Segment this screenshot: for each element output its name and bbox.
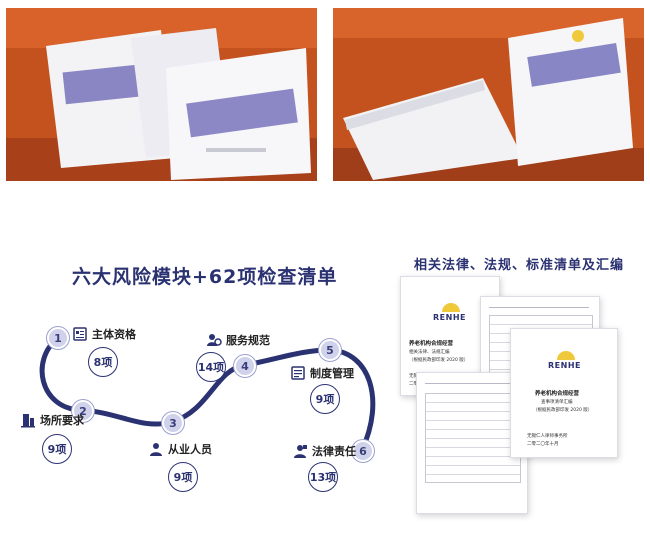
photo-booklets-sofa-left <box>6 8 317 181</box>
module-label-3: 从业人员 <box>148 441 212 457</box>
doc3-date: 二零二〇年十月 <box>527 442 559 447</box>
id-card-icon <box>73 327 87 341</box>
module-count-5: 9项 <box>310 384 340 414</box>
module-count-6: 13项 <box>308 462 338 492</box>
brand-logo: RENHE <box>433 313 466 322</box>
roadmap-path <box>39 335 376 453</box>
doc1-note: （根据民政部印发 2020 版） <box>409 358 469 363</box>
risk-module-roadmap: 1 2 3 4 5 6 主体资格 8项 场所要求 9项 从业人员 9项 服务规范… <box>0 290 400 530</box>
module-count-1: 8项 <box>88 347 118 377</box>
module-node-2: 2 <box>72 400 94 422</box>
module-label-1: 主体资格 <box>72 326 136 342</box>
legal-icon <box>294 445 307 458</box>
doc1-subtitle: 相关法律、法规汇编 <box>409 350 450 355</box>
module-label-4: 服务规范 <box>206 332 270 348</box>
document-table-page-2 <box>416 372 528 514</box>
person-icon <box>150 443 162 456</box>
doc3-title: 养老机构合规经营 <box>535 391 580 397</box>
module-name-6: 法律责任 <box>312 445 356 458</box>
module-node-4: 4 <box>234 355 256 377</box>
module-label-5: 制度管理 <box>290 365 354 381</box>
module-node-5: 5 <box>319 339 341 361</box>
module-label-6: 法律责任 <box>292 443 356 459</box>
brand-logo-2: RENHE <box>548 361 581 370</box>
brand-sun-icon <box>442 303 460 312</box>
photo-booklets-sofa-right <box>333 8 644 181</box>
module-name-1: 主体资格 <box>92 328 136 341</box>
brand-sun-icon-2 <box>557 351 575 360</box>
module-count-3: 9项 <box>168 462 198 492</box>
module-count-4: 14项 <box>196 352 226 382</box>
module-node-1: 1 <box>47 327 69 349</box>
module-name-3: 从业人员 <box>168 443 212 456</box>
module-count-2: 9项 <box>42 434 72 464</box>
doc3-subtitle: 查事项清单汇编 <box>541 400 573 405</box>
docs-title: 相关法律、法规、标准清单及汇编 <box>414 258 625 273</box>
module-node-3: 3 <box>162 412 184 434</box>
doc3-org: 无锡仁人律师事务所 <box>527 434 568 439</box>
module-name-2: 场所要求 <box>40 414 84 427</box>
document-cover-checklist: RENHE 养老机构合规经营 查事项清单汇编 （根据民政部印发 2020 版） … <box>510 328 618 458</box>
module-label-2: 场所要求 <box>20 412 84 428</box>
document-icon <box>291 366 305 380</box>
module-name-5: 制度管理 <box>310 367 354 380</box>
documents-collage: RENHE 养老机构合规经营 相关法律、法规汇编 （根据民政部印发 2020 版… <box>394 270 650 541</box>
module-name-4: 服务规范 <box>226 334 270 347</box>
main-title: 六大风险模块+62项检查清单 <box>72 266 338 288</box>
doc1-title: 养老机构合规经营 <box>409 341 454 347</box>
service-icon <box>207 334 222 346</box>
building-icon <box>21 414 35 428</box>
module-node-6: 6 <box>352 440 374 462</box>
doc3-note: （根据民政部印发 2020 版） <box>533 408 593 413</box>
